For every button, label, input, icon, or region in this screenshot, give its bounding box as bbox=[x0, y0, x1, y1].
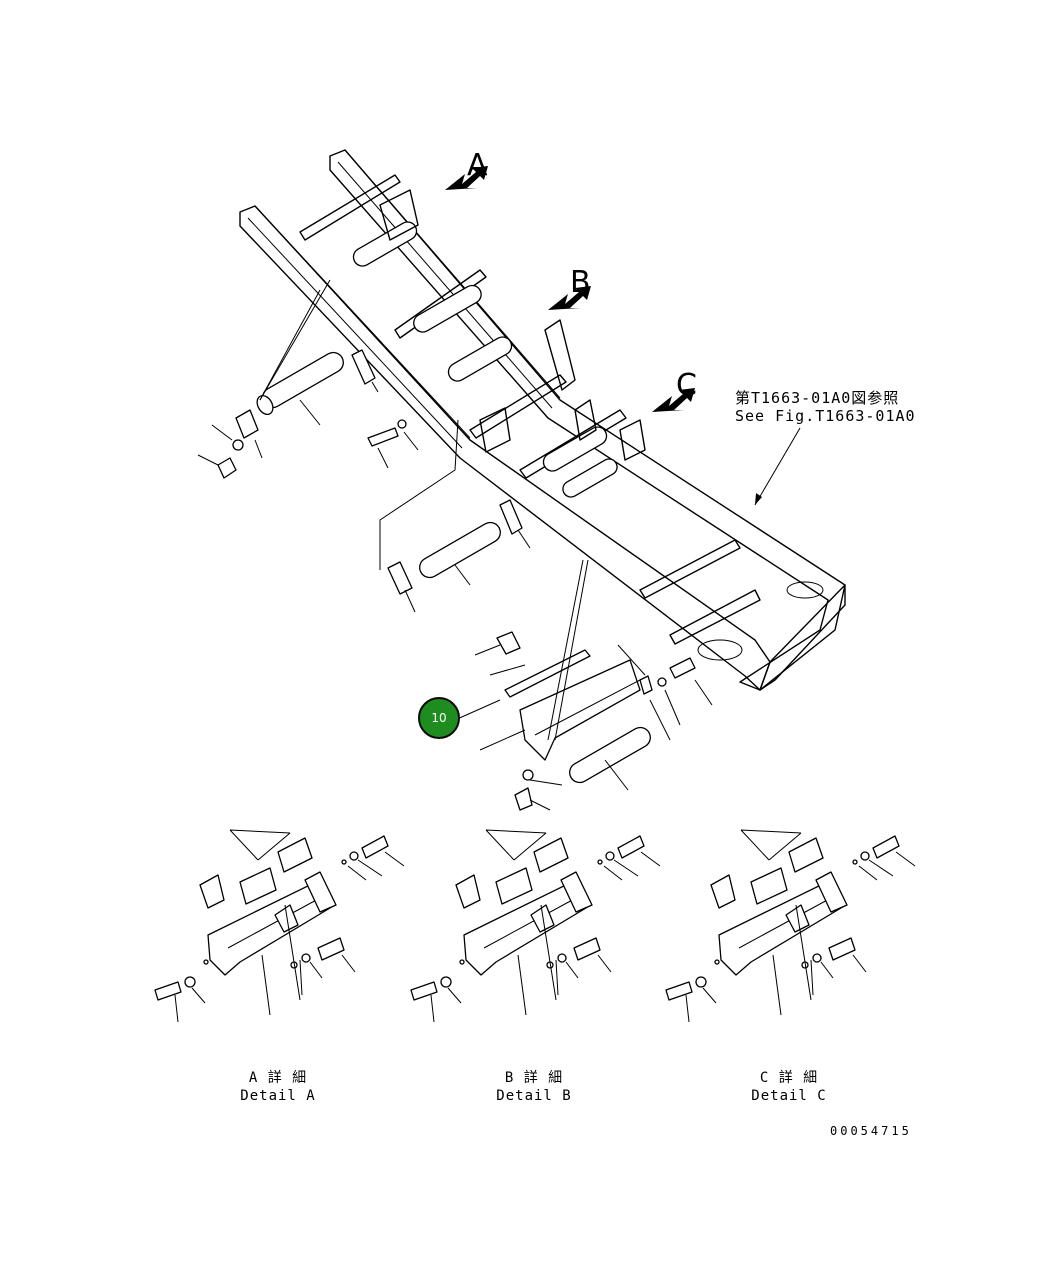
frame-rails bbox=[239, 149, 846, 691]
detail-c-caption-en: Detail C bbox=[751, 1088, 827, 1104]
view-label-b: B bbox=[570, 265, 591, 300]
exploded-parts-upper bbox=[197, 279, 531, 613]
view-arrows bbox=[445, 166, 695, 412]
figure-number: 00054715 bbox=[830, 1124, 912, 1138]
detail-a-caption-en: Detail A bbox=[240, 1088, 316, 1104]
detail-b-caption-jp: B 詳 細 bbox=[504, 1070, 564, 1086]
callout-number: 10 bbox=[431, 711, 447, 725]
detail-drawings bbox=[154, 829, 916, 1023]
detail-c-assembly bbox=[665, 829, 916, 1023]
detail-a-caption-jp: A 詳 細 bbox=[248, 1070, 308, 1086]
reference-leader bbox=[754, 427, 801, 506]
reference-text-en: See Fig.T1663-01A0 bbox=[735, 407, 916, 425]
detail-a-assembly bbox=[154, 829, 405, 1023]
detail-b-assembly bbox=[410, 829, 661, 1023]
detail-b-caption-en: Detail B bbox=[496, 1088, 572, 1104]
exploded-parts-lower bbox=[454, 559, 713, 811]
detail-c-caption-jp: C 詳 細 bbox=[759, 1070, 819, 1086]
view-label-a: A bbox=[467, 148, 488, 183]
reference-text-jp: 第T1663-01A0図参照 bbox=[735, 389, 900, 407]
view-label-c: C bbox=[676, 368, 697, 403]
callout-10[interactable]: 10 bbox=[418, 697, 460, 739]
